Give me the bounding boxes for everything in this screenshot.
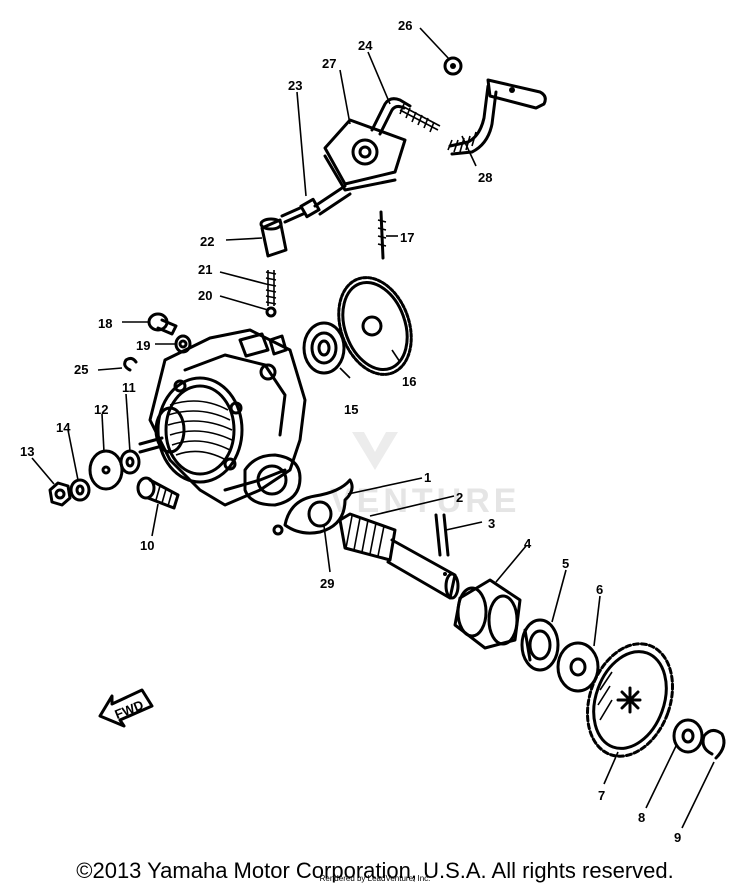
label-22: 22 <box>200 234 214 249</box>
label-5: 5 <box>562 556 569 571</box>
fwd-arrow-icon: FWD <box>98 688 154 728</box>
part-16-gear <box>337 276 413 376</box>
label-14: 14 <box>56 420 71 435</box>
label-19: 19 <box>136 338 150 353</box>
label-27: 27 <box>322 56 336 71</box>
label-16: 16 <box>402 374 416 389</box>
part-5-bearing <box>520 618 560 672</box>
part-21-spring <box>265 270 277 306</box>
part-10-bolt <box>136 476 180 510</box>
gasket <box>243 453 302 507</box>
watermark-text: VENTURE <box>330 482 520 520</box>
label-12: 12 <box>94 402 108 417</box>
part-28-hose <box>447 78 547 156</box>
label-29: 29 <box>320 576 334 591</box>
label-3: 3 <box>488 516 495 531</box>
copyright-footer: ©2013 Yamaha Motor Corporation, U.S.A. A… <box>76 858 674 883</box>
part-17-pin <box>377 210 387 260</box>
label-1: 1 <box>424 470 431 485</box>
part-14-washer <box>69 478 91 502</box>
part-8-washer <box>672 718 704 754</box>
label-21: 21 <box>198 262 212 277</box>
part-26-nut <box>443 56 463 76</box>
part-4-collar <box>453 578 522 650</box>
label-11: 11 <box>122 380 136 395</box>
part-29-cover <box>272 478 354 536</box>
part-number-labels: 26 24 27 23 28 22 17 21 20 18 19 25 16 1… <box>20 18 681 845</box>
part-9-circlip <box>701 729 726 760</box>
label-15: 15 <box>344 402 358 417</box>
part-23-union-bolt <box>280 184 352 224</box>
label-8: 8 <box>638 810 645 825</box>
label-20: 20 <box>198 288 212 303</box>
part-15-bearing <box>302 321 346 375</box>
leader-lines <box>31 27 715 829</box>
oil-pump-body <box>138 328 307 507</box>
part-20-ball <box>265 306 277 318</box>
part-6-washer <box>556 641 600 693</box>
part-22-banjo-fitting <box>259 217 288 258</box>
label-25: 25 <box>74 362 88 377</box>
part-24-pipe <box>370 97 441 136</box>
label-18: 18 <box>98 316 112 331</box>
part-18-bolt <box>147 312 178 336</box>
label-26: 26 <box>398 18 412 33</box>
label-17: 17 <box>400 230 414 245</box>
watermark-logo: VENTURE <box>330 432 520 520</box>
part-2-worm-shaft <box>338 512 460 600</box>
part-7-gear <box>585 642 675 758</box>
part-12-plate <box>88 449 124 491</box>
label-28: 28 <box>478 170 492 185</box>
part-11-washer <box>119 449 141 475</box>
label-4: 4 <box>524 536 532 551</box>
rendered-by-note: Rendered by LeadVenture, Inc. <box>319 874 431 883</box>
label-24: 24 <box>358 38 373 53</box>
label-2: 2 <box>456 490 463 505</box>
label-10: 10 <box>140 538 154 553</box>
part-27-cover-plate <box>323 118 407 192</box>
part-13-nut <box>48 481 72 507</box>
part-25-clip <box>123 356 138 372</box>
label-9: 9 <box>674 830 681 845</box>
label-6: 6 <box>596 582 603 597</box>
part-3-pin <box>434 513 450 557</box>
label-7: 7 <box>598 788 605 803</box>
label-23: 23 <box>288 78 302 93</box>
label-13: 13 <box>20 444 34 459</box>
